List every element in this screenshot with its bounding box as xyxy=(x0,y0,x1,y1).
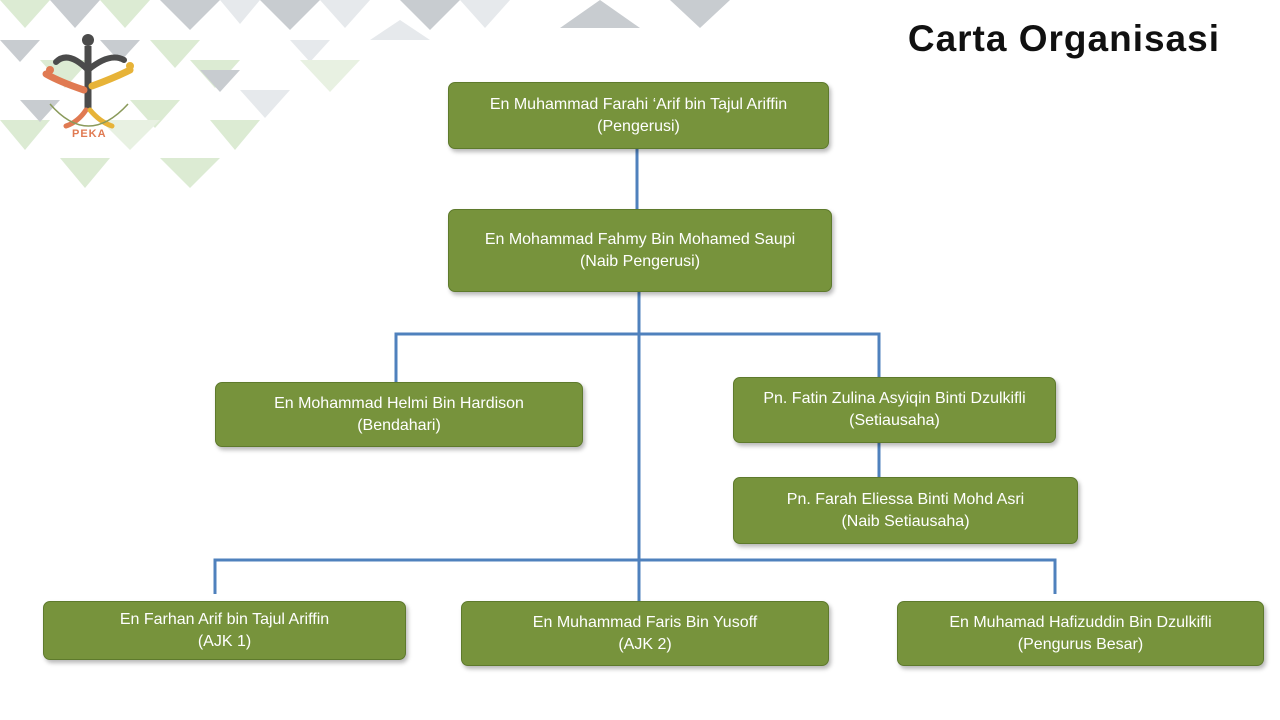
org-node-general-manager[interactable]: En Muhamad Hafizuddin Bin Dzulkifli (Pen… xyxy=(897,601,1264,666)
node-role: (AJK 2) xyxy=(618,635,672,653)
node-name: En Muhammad Farahi ‘Arif bin Tajul Ariff… xyxy=(489,95,788,113)
peka-logo-icon xyxy=(42,34,134,129)
page-title: Carta Organisasi xyxy=(907,18,1220,59)
org-node-vice-secretary[interactable]: Pn. Farah Eliessa Binti Mohd Asri (Naib … xyxy=(733,477,1078,544)
node-name: En Muhammad Faris Bin Yusoff xyxy=(532,613,758,631)
org-node-chairman[interactable]: En Muhammad Farahi ‘Arif bin Tajul Ariff… xyxy=(448,82,829,149)
org-node-secretary[interactable]: Pn. Fatin Zulina Asyiqin Binti Dzulkifli… xyxy=(733,377,1056,443)
node-role: (Pengerusi) xyxy=(597,117,680,135)
org-node-treasurer[interactable]: En Mohammad Helmi Bin Hardison (Bendahar… xyxy=(215,382,583,447)
node-role: (Setiausaha) xyxy=(849,412,940,429)
node-role: (AJK 1) xyxy=(197,632,252,650)
node-name: En Muhamad Hafizuddin Bin Dzulkifli xyxy=(949,613,1212,631)
logo-text: PEKA xyxy=(72,128,107,140)
node-name: En Mohammad Helmi Bin Hardison xyxy=(274,394,524,412)
node-name: En Mohammad Fahmy Bin Mohamed Saupi xyxy=(484,230,796,248)
node-name: En Farhan Arif bin Tajul Ariffin xyxy=(119,610,330,628)
node-role: (Naib Setiausaha) xyxy=(841,512,970,530)
node-role: (Pengurus Besar) xyxy=(1017,635,1144,653)
node-name: Pn. Fatin Zulina Asyiqin Binti Dzulkifli xyxy=(763,390,1026,407)
background-triangle-pattern xyxy=(0,0,730,188)
node-name: Pn. Farah Eliessa Binti Mohd Asri xyxy=(786,490,1025,508)
org-node-ajk2[interactable]: En Muhammad Faris Bin Yusoff (AJK 2) xyxy=(461,601,829,666)
connector-level2 xyxy=(394,332,881,382)
connector-level4 xyxy=(213,558,1057,594)
node-role: (Bendahari) xyxy=(357,416,441,434)
org-node-ajk1[interactable]: En Farhan Arif bin Tajul Ariffin (AJK 1) xyxy=(43,601,406,660)
node-role: (Naib Pengerusi) xyxy=(579,252,701,270)
org-node-vice-chairman[interactable]: En Mohammad Fahmy Bin Mohamed Saupi (Nai… xyxy=(448,209,832,292)
